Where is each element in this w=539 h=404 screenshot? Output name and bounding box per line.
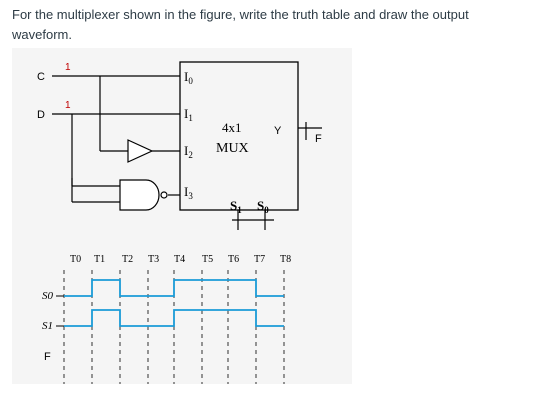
f-signal-label: F — [44, 351, 51, 363]
time-label: T5 — [202, 254, 213, 265]
mux-input-2-label: I2 — [184, 143, 193, 160]
mux-box — [179, 61, 299, 211]
time-label: T1 — [94, 254, 105, 265]
mux-size-label: 4x1 — [222, 120, 242, 135]
mux-input-0-label: I0 — [184, 69, 193, 86]
nand-bubble — [160, 191, 168, 199]
circuit-wires — [52, 75, 322, 230]
input-c-value: 1 — [65, 62, 71, 73]
nand-gate — [119, 179, 160, 211]
buffer-gate — [127, 139, 154, 163]
input-c-label: C — [37, 71, 45, 83]
time-labels: T0 T1 T2 T3 T4 T5 T6 T7 T8 — [70, 254, 291, 265]
time-label: T0 — [70, 254, 81, 265]
mux-name-label: MUX — [216, 141, 249, 156]
s1-waveform — [64, 309, 284, 327]
s0-signal-label: S0 — [42, 290, 54, 302]
time-label: T3 — [148, 254, 159, 265]
question-text: For the multiplexer shown in the figure,… — [12, 5, 527, 45]
mux-input-3-label: I3 — [184, 184, 193, 201]
output-pin-label: Y — [274, 125, 282, 137]
input-d-label: D — [37, 109, 45, 121]
time-label: T8 — [280, 254, 291, 265]
input-d-value: 1 — [65, 100, 71, 111]
time-label: T6 — [228, 254, 239, 265]
mux-figure: C 1 D 1 I0 I1 I2 I3 4x1 MUX Y F S1 S0 T0… — [37, 61, 322, 384]
time-label: T2 — [122, 254, 133, 265]
select-s1-label: S1 — [230, 198, 242, 215]
mux-input-1-label: I1 — [184, 106, 193, 123]
time-label: T7 — [254, 254, 265, 265]
question-line-1: For the multiplexer shown in the figure,… — [12, 7, 469, 22]
s1-signal-label: S1 — [42, 320, 53, 332]
time-label: T4 — [174, 254, 185, 265]
figure-panel: C 1 D 1 I0 I1 I2 I3 4x1 MUX Y F S1 S0 T0… — [12, 48, 352, 384]
s0-waveform — [64, 279, 284, 297]
select-s0-label: S0 — [257, 198, 269, 215]
output-f-label: F — [315, 133, 322, 145]
question-line-2: waveform. — [12, 27, 72, 42]
